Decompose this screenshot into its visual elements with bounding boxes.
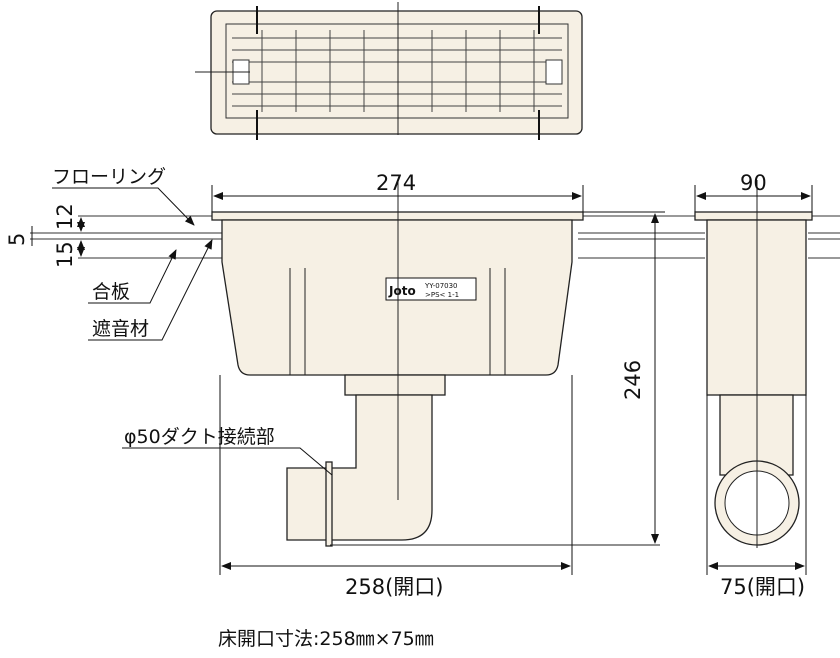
- dim-insulation: 5: [5, 233, 29, 246]
- floor-opening-note: 床開口寸法:258㎜×75㎜: [218, 628, 434, 650]
- dim-depth-top: 90: [740, 171, 767, 195]
- material-code: >PS< 1-1: [425, 291, 459, 299]
- leaders: [52, 187, 333, 476]
- front-view: Joto YY-07030 >PS< 1-1: [211, 180, 660, 547]
- label-sound-insulation: 遮音材: [92, 318, 149, 340]
- product-label: Joto YY-07030 >PS< 1-1: [385, 277, 477, 301]
- dim-width-opening: 258(開口): [345, 575, 443, 599]
- label-flooring: フローリング: [52, 166, 166, 188]
- top-view: [195, 2, 583, 140]
- label-plywood: 合板: [92, 281, 130, 303]
- dim-flooring: 12: [53, 203, 77, 230]
- dim-width-top: 274: [376, 171, 416, 195]
- label-duct: φ50ダクト接続部: [124, 426, 275, 448]
- dim-depth-opening: 75(開口): [720, 575, 805, 599]
- side-view: [694, 180, 813, 548]
- model-number: YY-07030: [424, 282, 458, 290]
- dim-plywood: 15: [53, 241, 77, 268]
- dim-height: 246: [621, 360, 645, 400]
- brand-logo: Joto: [388, 284, 416, 298]
- dimensions: [31, 185, 813, 575]
- floor-layers: [30, 215, 840, 259]
